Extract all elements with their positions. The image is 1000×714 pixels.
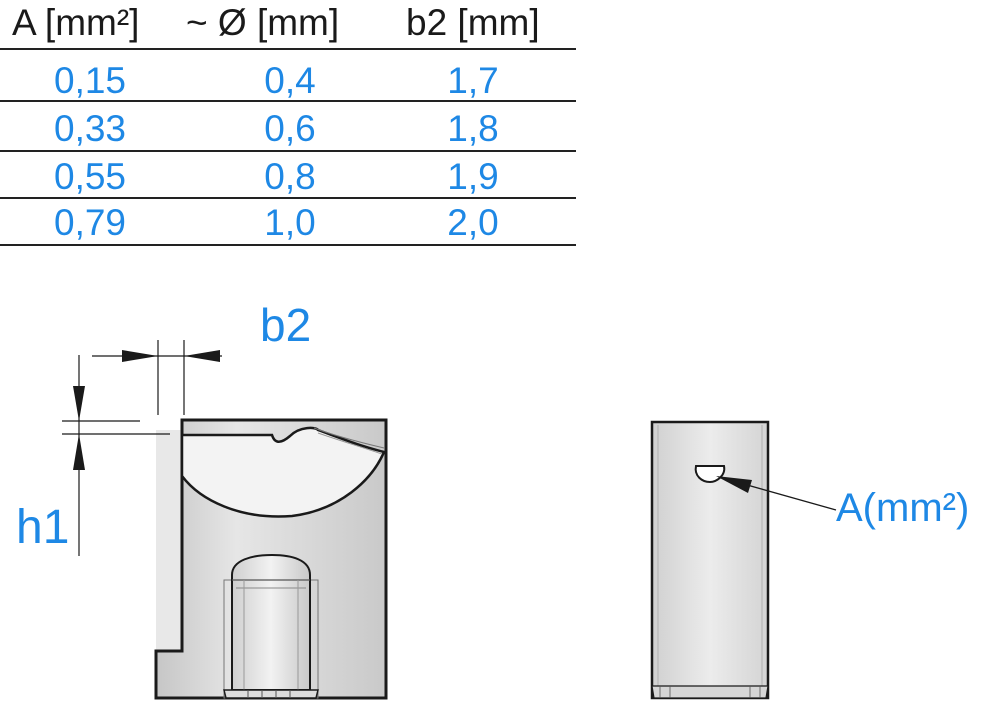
cell-b2: 1,9 — [447, 156, 499, 197]
cell-diameter: 1,0 — [264, 202, 316, 243]
cell-area: 0,33 — [53, 108, 127, 149]
cell-diameter: 0,4 — [264, 60, 316, 101]
area-label: A(mm²) — [836, 486, 970, 530]
cell-area: 0,55 — [53, 156, 127, 197]
cell-diameter: 0,8 — [264, 156, 316, 197]
cell-b2: 2,0 — [447, 202, 499, 243]
dimension-lines — [62, 340, 222, 556]
cell-area: 0,15 — [53, 60, 127, 101]
crimp-die-side-view — [154, 418, 388, 700]
cell-b2: 1,8 — [447, 108, 499, 149]
row-rule — [0, 197, 576, 199]
row-rule — [0, 150, 576, 152]
row-rule — [0, 244, 576, 246]
crimp-die-front-view — [650, 420, 837, 700]
row-rule — [0, 100, 576, 102]
cell-diameter: 0,6 — [264, 108, 316, 149]
header-b2: b2 [mm] — [406, 2, 540, 43]
cell-b2: 1,7 — [447, 60, 499, 101]
header-rule — [0, 48, 576, 50]
header-area: A [mm²] — [12, 2, 140, 43]
cell-area: 0,79 — [53, 202, 127, 243]
header-diameter: ~ Ø [mm] — [186, 2, 340, 43]
dimension-label-h1: h1 — [16, 501, 70, 554]
dimension-label-b2: b2 — [260, 299, 312, 351]
